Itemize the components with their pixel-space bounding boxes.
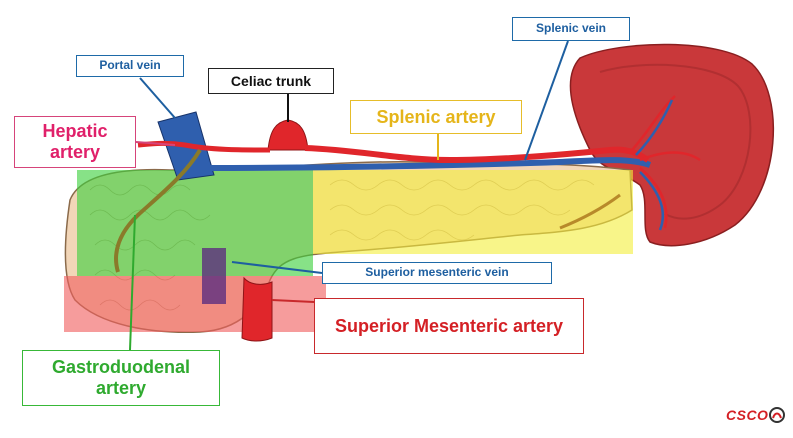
label-splenic-artery: Splenic artery [350,100,522,134]
splenic-artery [304,145,650,164]
csco-logo: CSCO [726,404,790,430]
superior-mesenteric-vein [202,248,226,304]
label-superior-mesenteric-vein: Superior mesenteric vein [322,262,552,284]
spleen-inner-shade [599,63,752,220]
red-highlight-region [64,276,326,332]
gastroduodenal-artery [114,148,202,273]
label-celiac-trunk: Celiac trunk [208,68,334,94]
label-splenic-vein: Splenic vein [512,17,630,41]
pancreatic-branch [559,193,621,230]
logo-text: CSCO [726,407,769,423]
splenic-hilum-branches [631,95,701,231]
label-superior-mesenteric-artery: Superior Mesenteric artery [314,298,584,354]
celiac-trunk [267,119,309,151]
superior-mesenteric-artery [241,276,273,342]
yellow-highlight-region [313,170,633,254]
label-gastroduodenal-artery: Gastroduodenal artery [22,350,220,406]
logo-emblem-icon [769,407,785,423]
green-highlight-region [77,170,313,276]
splenic-vein [209,157,651,171]
pointer-lines [129,40,569,351]
label-hepatic-artery: Hepatic artery [14,116,136,168]
label-portal-vein: Portal vein [76,55,184,77]
